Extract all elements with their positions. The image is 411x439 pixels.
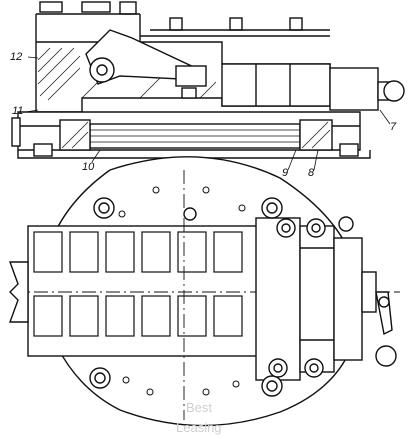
watermark-line2: Leasing	[176, 420, 222, 435]
section-view	[11, 1, 405, 171]
callout-9: 9	[282, 167, 288, 179]
callout-7: 7	[390, 121, 397, 133]
callout-10: 10	[82, 161, 95, 173]
callout-12: 12	[10, 51, 22, 63]
callout-11: 11	[12, 105, 23, 117]
callout-8: 8	[308, 167, 315, 179]
plan-view	[9, 156, 400, 427]
watermark-line1: Best	[186, 400, 212, 415]
